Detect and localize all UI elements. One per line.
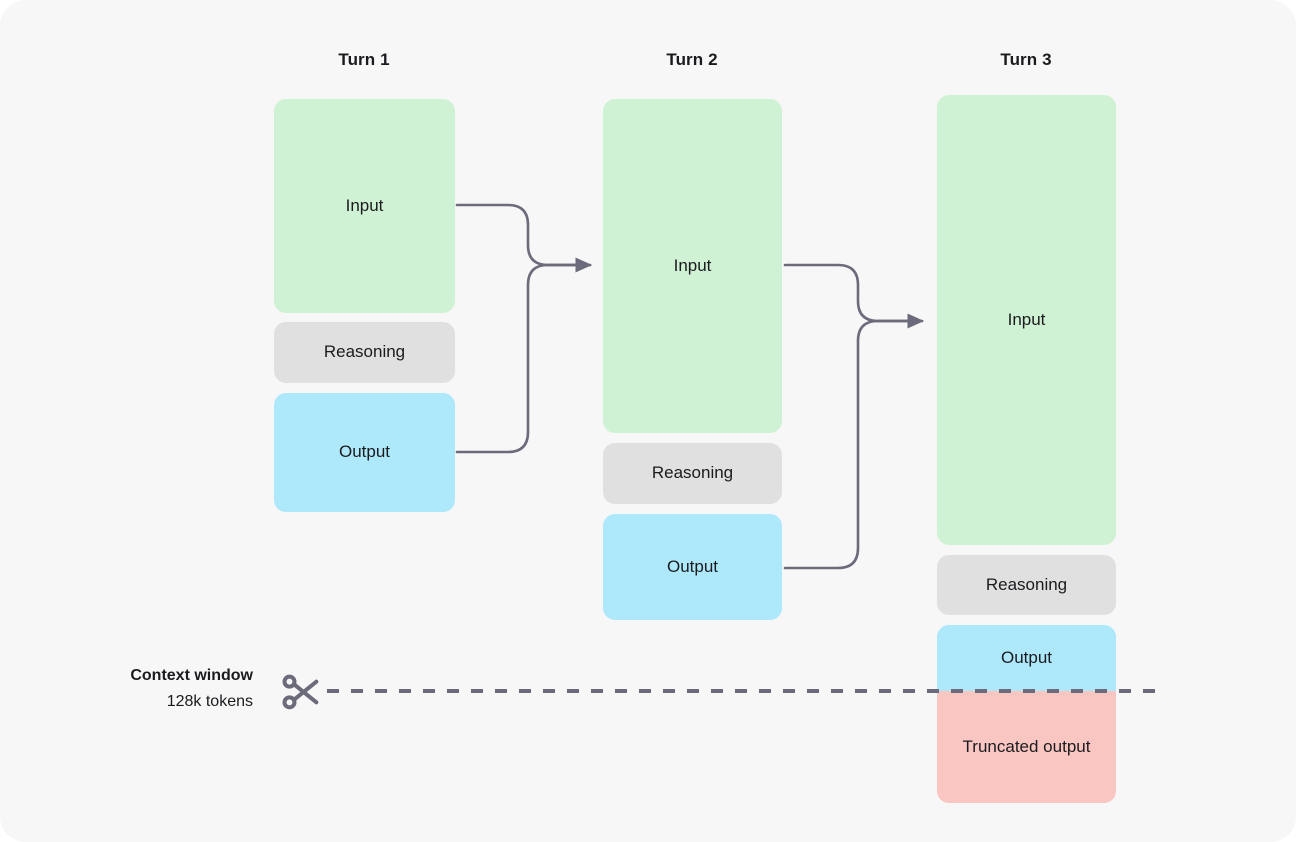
turn-3-output-block: Output bbox=[937, 625, 1116, 691]
turn-2-reasoning-block: Reasoning bbox=[603, 443, 782, 504]
scissors-icon bbox=[278, 669, 324, 720]
arrow-turn1-input-to-turn2 bbox=[455, 203, 580, 267]
turn-2-input-label: Input bbox=[673, 255, 712, 275]
turn-3-reasoning-label: Reasoning bbox=[985, 574, 1068, 594]
turn-3-output-label: Output bbox=[1000, 647, 1053, 667]
turn-2-reasoning-label: Reasoning bbox=[651, 463, 734, 483]
turn-3-title: Turn 3 bbox=[1000, 50, 1052, 69]
context-window-value: 128k tokens bbox=[166, 692, 253, 710]
turn-2-title: Turn 2 bbox=[666, 50, 718, 69]
turn-1-title: Turn 1 bbox=[338, 50, 390, 69]
turn-1-output-block: Output bbox=[274, 393, 455, 512]
turn-1-reasoning-label: Reasoning bbox=[323, 342, 406, 362]
turn-2-output-block: Output bbox=[603, 514, 782, 620]
context-window-title: Context window bbox=[130, 667, 253, 684]
arrow-turn1-output-to-turn2 bbox=[455, 263, 580, 454]
turn-3-input-block: Input bbox=[937, 95, 1116, 545]
turn-3-input-label: Input bbox=[1007, 309, 1046, 329]
turn-1-input-label: Input bbox=[345, 195, 384, 215]
turn-1-input-block: Input bbox=[274, 99, 455, 313]
turn-1-reasoning-block: Reasoning bbox=[274, 322, 455, 383]
arrow-turn2-input-to-turn3 bbox=[783, 263, 910, 323]
turn-3-reasoning-block: Reasoning bbox=[937, 555, 1116, 615]
turn-3-truncated-output-block: Truncated output bbox=[937, 691, 1116, 803]
turn-1-output-label: Output bbox=[338, 442, 391, 462]
arrow-turn2-output-to-turn3 bbox=[783, 319, 910, 570]
turn-2-input-block: Input bbox=[603, 99, 782, 433]
context-window-label: Context window 128k tokens bbox=[0, 663, 253, 714]
turn-3-truncated-output-label: Truncated output bbox=[962, 736, 1091, 756]
turn-2-output-label: Output bbox=[666, 556, 719, 576]
